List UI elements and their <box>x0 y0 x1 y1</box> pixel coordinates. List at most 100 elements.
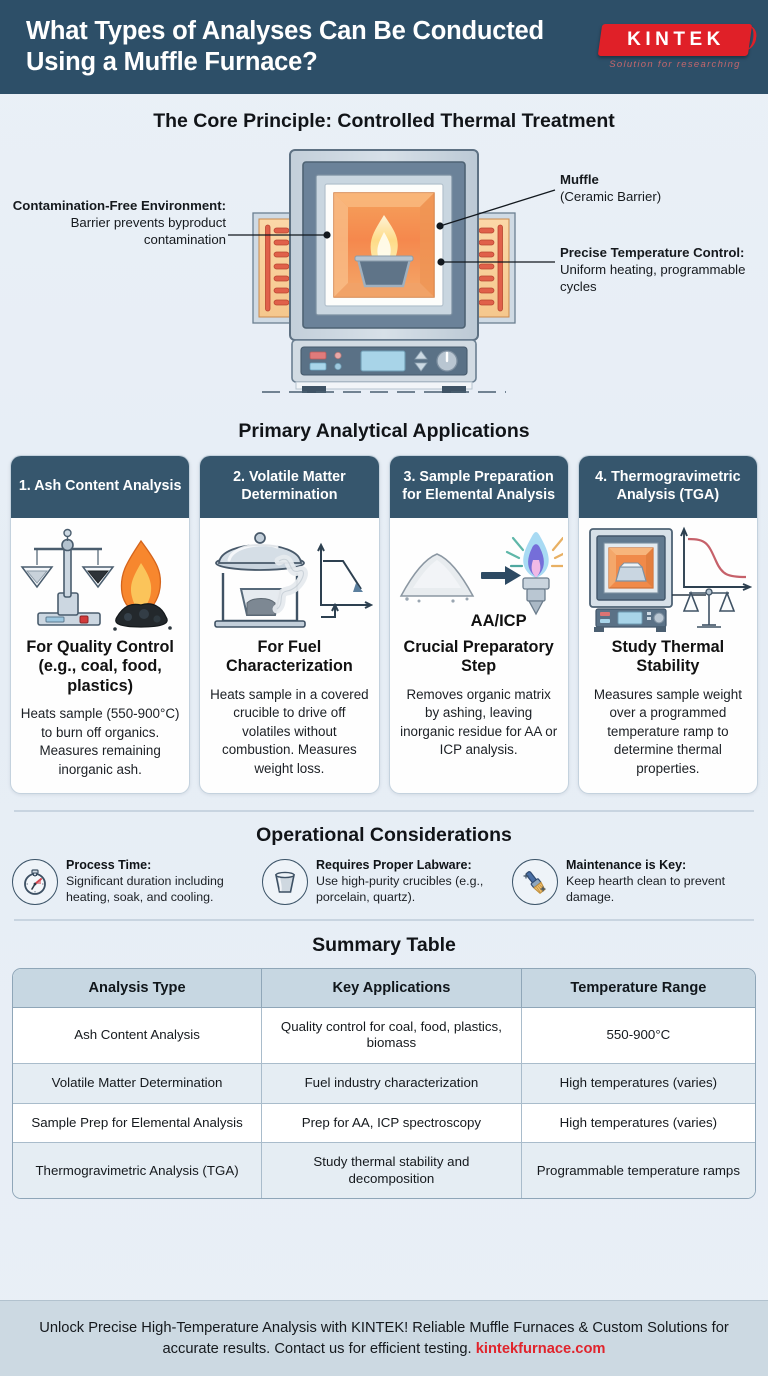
card-body: Heats sample in a covered crucible to dr… <box>210 686 369 776</box>
cell-temperature-range: 550-900°C <box>521 1007 755 1065</box>
card-heading: 1. Ash Content Analysis <box>11 456 190 518</box>
covered-crucible-with-vapor-icon <box>214 532 374 628</box>
section-divider-bottom <box>14 919 754 921</box>
column-header-key-applications: Key Applications <box>261 968 522 1008</box>
application-card-volatile-matter[interactable]: 2. Volatile Matter Determination <box>199 455 380 795</box>
table-row: Sample Prep for Elemental Analysis Prep … <box>13 1103 755 1144</box>
kintek-logo: KINTEK Solution for researching <box>597 24 753 70</box>
card-illustration <box>200 518 378 636</box>
core-principle-title: The Core Principle: Controlled Thermal T… <box>153 110 615 132</box>
footer-message: Unlock Precise High-Temperature Analysis… <box>39 1319 729 1357</box>
card-lead: For Quality Control (e.g., coal, food, p… <box>26 638 174 695</box>
footer-website-link[interactable]: kintekfurnace.com <box>475 1340 606 1357</box>
page-footer: Unlock Precise High-Temperature Analysis… <box>0 1300 768 1376</box>
card-illustration: AA/ICP <box>390 518 568 636</box>
stopwatch-icon <box>12 858 58 905</box>
card-heading: 3. Sample Preparation for Elemental Anal… <box>389 456 568 518</box>
down-arrow-button <box>414 362 428 372</box>
indicator-red <box>309 351 327 360</box>
table-row: Thermogravimetric Analysis (TGA) Study t… <box>13 1142 755 1199</box>
led-red <box>334 351 342 360</box>
operational-item-body: Keep hearth clean to prevent damage. <box>566 874 726 905</box>
muffle-furnace-illustration <box>228 149 556 393</box>
application-card-tga[interactable]: 4. Thermogravimetric Analysis (TGA) <box>577 455 758 795</box>
column-header-temperature-range: Temperature Range <box>521 968 755 1008</box>
led-blue <box>334 362 342 371</box>
card-lead: For Fuel Characterization <box>225 638 353 676</box>
callout-title: Muffle <box>560 172 599 187</box>
logo-wordmark: KINTEK <box>627 29 725 50</box>
operational-considerations-section: Operational Considerations <box>0 810 768 921</box>
card-illustration <box>579 518 757 636</box>
section-divider-top <box>14 810 754 812</box>
operational-item-title: Maintenance is Key: <box>566 857 687 872</box>
table-row: Volatile Matter Determination Fuel indus… <box>13 1063 755 1104</box>
callout-leader-lines <box>228 189 556 263</box>
cell-temperature-range: Programmable temperature ramps <box>521 1142 755 1199</box>
furnace-illustration-stage: Contamination-Free Environment: Barrier … <box>0 140 768 405</box>
callout-body: (Ceramic Barrier) <box>560 188 662 204</box>
brush-icon <box>512 858 558 905</box>
cell-temperature-range: High temperatures (varies) <box>521 1063 755 1104</box>
cell-key-applications: Prep for AA, ICP spectroscopy <box>261 1103 522 1144</box>
logo-tagline: Solution for researching <box>609 59 741 70</box>
cell-temperature-range: High temperatures (varies) <box>521 1103 755 1144</box>
aa-icp-label: AA/ICP <box>470 611 527 630</box>
callout-precise-temperature-control: Precise Temperature Control: Uniform hea… <box>560 245 760 296</box>
callout-body: Barrier prevents byproduct contamination <box>70 214 226 247</box>
operational-item-body: Significant duration including heating, … <box>66 874 224 905</box>
crucible-icon <box>262 858 308 905</box>
footer-text-block: Unlock Precise High-Temperature Analysis… <box>14 1318 754 1360</box>
applications-card-list: 1. Ash Content Analysis <box>0 455 768 795</box>
summary-table-section: Summary Table Analysis Type Key Applicat… <box>0 934 768 1200</box>
card-lead: Crucial Preparatory Step <box>403 638 554 676</box>
operational-item-maintenance: Maintenance is Key: Keep hearth clean to… <box>512 857 756 906</box>
callout-contamination-free: Contamination-Free Environment: Barrier … <box>8 198 226 249</box>
card-body: Heats sample (550-900°C) to burn off org… <box>20 706 180 777</box>
applications-section: Primary Analytical Applications 1. Ash C… <box>0 420 768 795</box>
operational-item-title: Process Time: <box>66 857 152 872</box>
operational-items-list: Process Time: Significant duration inclu… <box>0 847 768 906</box>
operational-item-title: Requires Proper Labware: <box>316 857 472 872</box>
cell-key-applications: Fuel industry characterization <box>261 1063 522 1104</box>
crucible-icon <box>354 255 414 288</box>
operational-item-body: Use high-purity crucibles (e.g., porcela… <box>316 874 484 905</box>
display-screen <box>360 350 406 372</box>
card-heading: 4. Thermogravimetric Analysis (TGA) <box>578 456 757 518</box>
operational-item-text: Requires Proper Labware: Use high-purity… <box>316 857 506 906</box>
card-body: Measures sample weight over a programmed… <box>593 686 742 776</box>
application-card-sample-preparation[interactable]: 3. Sample Preparation for Elemental Anal… <box>388 455 569 795</box>
furnace-control-panel <box>262 339 506 393</box>
burner-icon <box>521 531 550 615</box>
summary-table: Analysis Type Key Applications Temperatu… <box>13 968 755 1199</box>
furnace-with-weight-curve-icon <box>588 526 752 632</box>
application-card-ash-content[interactable]: 1. Ash Content Analysis <box>10 455 191 795</box>
column-header-analysis-type: Analysis Type <box>13 968 263 1008</box>
balance-scale-and-flame-icon <box>20 528 172 631</box>
cell-key-applications: Study thermal stability and decompositio… <box>261 1142 522 1199</box>
card-illustration <box>11 518 189 636</box>
operational-item-text: Process Time: Significant duration inclu… <box>66 857 256 906</box>
logo-badge: KINTEK <box>597 24 753 56</box>
up-arrow-button <box>414 350 428 360</box>
operational-item-labware: Requires Proper Labware: Use high-purity… <box>262 857 506 906</box>
powder-to-flame-icon <box>399 531 563 615</box>
summary-table-wrapper: Analysis Type Key Applications Temperatu… <box>12 967 756 1200</box>
cell-analysis-type: Sample Prep for Elemental Analysis <box>13 1103 263 1144</box>
callout-body: Uniform heating, programmable cycles <box>560 261 746 294</box>
summary-table-title: Summary Table <box>312 933 456 956</box>
card-lead: Study Thermal Stability <box>611 638 725 676</box>
page-header: What Types of Analyses Can Be Conducted … <box>0 0 768 94</box>
indicator-blue <box>309 362 327 371</box>
cell-key-applications: Quality control for coal, food, plastics… <box>261 1007 522 1065</box>
callout-title: Precise Temperature Control: <box>560 245 745 260</box>
cell-analysis-type: Thermogravimetric Analysis (TGA) <box>13 1142 263 1199</box>
callout-muffle: Muffle (Ceramic Barrier) <box>560 172 760 206</box>
core-principle-section: The Core Principle: Controlled Thermal T… <box>0 110 768 420</box>
cell-analysis-type: Ash Content Analysis <box>13 1007 263 1065</box>
page-title: What Types of Analyses Can Be Conducted … <box>26 16 544 76</box>
callout-title: Contamination-Free Environment: <box>12 198 226 213</box>
card-heading: 2. Volatile Matter Determination <box>200 456 379 518</box>
operational-item-process-time: Process Time: Significant duration inclu… <box>12 857 256 906</box>
